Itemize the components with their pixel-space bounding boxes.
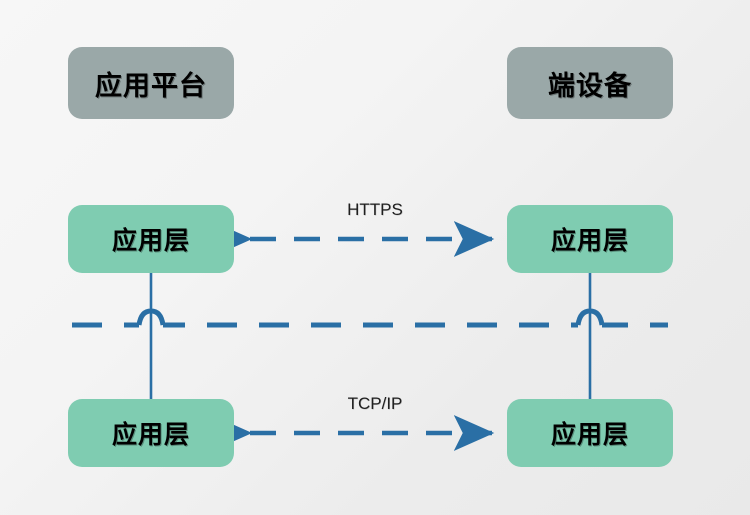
layer-box-net-left[interactable]: 应用层: [68, 399, 234, 467]
edge-label-https: HTTPS: [347, 200, 403, 219]
layer-box-net-left-label: 应用层: [111, 421, 190, 449]
wire-hop-icon-left: [136, 308, 166, 326]
layer-box-app-right-label: 应用层: [550, 227, 629, 255]
header-box-device-label: 端设备: [548, 70, 632, 101]
layer-box-app-left-label: 应用层: [111, 227, 190, 255]
layer-box-app-left[interactable]: 应用层: [68, 205, 234, 273]
edge-label-tcpip: TCP/IP: [347, 394, 403, 413]
header-box-device[interactable]: 端设备: [507, 47, 673, 119]
wire-hop-icon-right: [575, 308, 605, 326]
header-box-platform[interactable]: 应用平台: [68, 47, 234, 119]
divider-dashed-line: [72, 308, 668, 328]
layer-box-app-right[interactable]: 应用层: [507, 205, 673, 273]
header-box-platform-label: 应用平台: [95, 70, 207, 101]
layer-box-net-right[interactable]: 应用层: [507, 399, 673, 467]
layer-box-net-right-label: 应用层: [550, 421, 629, 449]
